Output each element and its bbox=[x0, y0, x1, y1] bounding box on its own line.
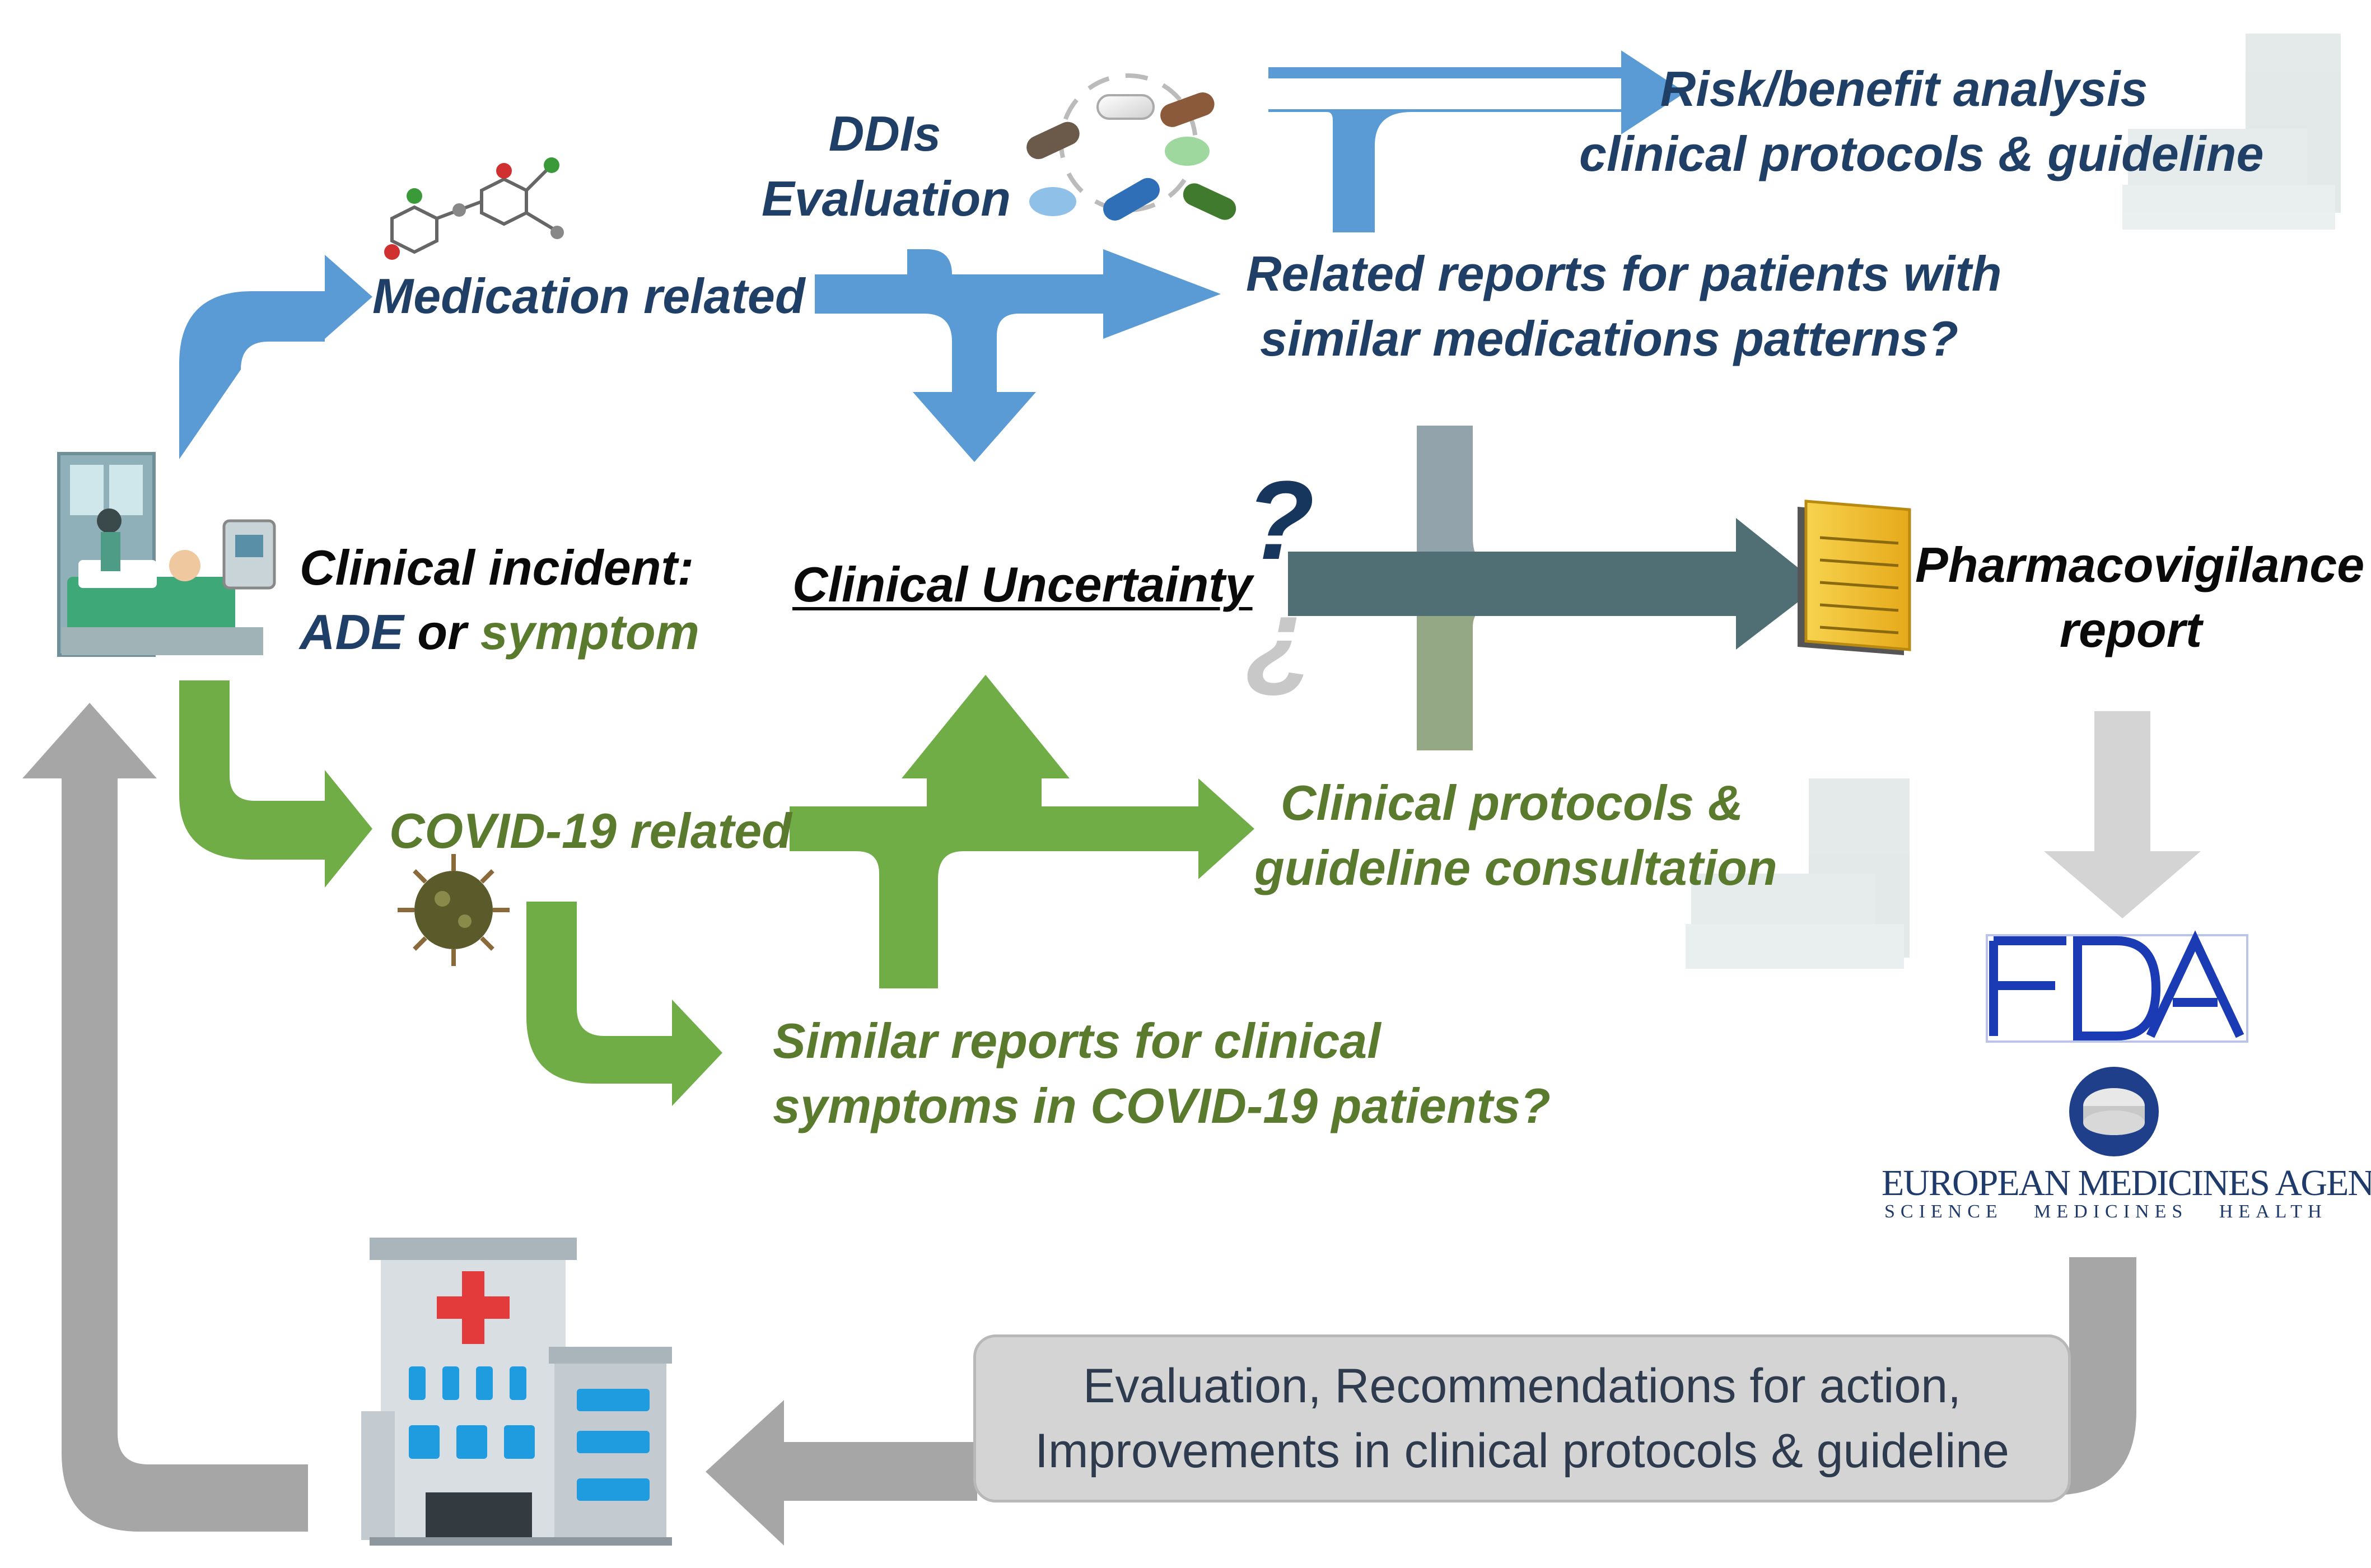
clinical-incident-line1: Clinical incident: bbox=[300, 540, 694, 595]
arrow-incident-to-covid bbox=[179, 680, 372, 888]
clinical-protocols-line1: Clinical protocols & bbox=[1280, 775, 1744, 830]
similar-reports-line1: Similar reports for clinical bbox=[773, 1013, 1381, 1068]
related-reports-label: Related reports for patients with simila… bbox=[1246, 249, 2002, 363]
arrow-covid-split bbox=[790, 675, 1254, 988]
ddis-line2: Evaluation bbox=[762, 171, 1011, 226]
faded-bed-image-top bbox=[2122, 34, 2341, 230]
arrow-pv-to-regulators bbox=[2044, 711, 2201, 918]
ema-logo bbox=[2069, 1067, 2159, 1156]
pharmacovigilance-label: Pharmacovigilance report bbox=[1915, 537, 2365, 657]
arrow-feedback-to-hospital bbox=[706, 1400, 977, 1546]
hospital-icon bbox=[361, 1238, 672, 1546]
feedback-line2: Improvements in clinical protocols & gui… bbox=[1035, 1424, 2009, 1478]
medication-related-label: Medication related bbox=[372, 268, 805, 324]
pills-icon bbox=[1026, 73, 1236, 221]
similar-reports-line2: symptoms in COVID-19 patients? bbox=[773, 1078, 1551, 1133]
risk-benefit-label: Risk/benefit analysis clinical protocols… bbox=[1579, 61, 2264, 181]
arrow-hospital-to-incident bbox=[22, 703, 308, 1532]
ema-name: EUROPEAN MEDICINES AGENCY bbox=[1882, 1163, 2371, 1203]
clinical-incident-label: Clinical incident: bbox=[300, 543, 694, 592]
feedback-box: Evaluation, Recommendations for action, … bbox=[973, 1334, 2071, 1502]
risk-benefit-line1: Risk/benefit analysis bbox=[1660, 61, 2148, 116]
clinical-protocols-label: Clinical protocols & guideline consultat… bbox=[1254, 775, 1777, 895]
arrow-uncertainty-to-pv bbox=[1288, 518, 1820, 650]
patient-bed-icon bbox=[57, 452, 276, 657]
ade-or-symptom-label: ADE or symptom bbox=[300, 608, 699, 657]
related-reports-line1: Related reports for patients with bbox=[1246, 246, 2002, 301]
report-icon bbox=[1798, 500, 1911, 655]
arrow-medication-split bbox=[815, 249, 1221, 462]
risk-benefit-line2: clinical protocols & guideline bbox=[1579, 126, 2264, 181]
ade-text: ADE bbox=[300, 604, 404, 660]
question-mark-top: ? bbox=[1246, 458, 1315, 583]
arrow-to-risk-benefit bbox=[1268, 50, 1686, 232]
covid-related-label: COVID-19 related bbox=[389, 803, 792, 858]
pharmacovigilance-line2: report bbox=[2059, 602, 2202, 657]
question-mark-bottom: ¿ bbox=[1246, 576, 1315, 701]
arrow-covid-to-similar-reports bbox=[526, 902, 722, 1106]
feedback-line1: Evaluation, Recommendations for action, bbox=[1083, 1359, 1961, 1413]
faded-bed-image-mid bbox=[1686, 778, 1910, 969]
similar-reports-label: Similar reports for clinical symptoms in… bbox=[773, 1016, 1551, 1131]
arrow-incident-to-medication bbox=[179, 255, 372, 459]
or-text: or bbox=[417, 604, 467, 660]
ddis-line1: DDIs bbox=[828, 106, 941, 161]
related-reports-line2: similar medications patterns? bbox=[1260, 311, 1959, 366]
clinical-uncertainty-label: Clinical Uncertainty bbox=[792, 557, 1253, 612]
molecule-icon bbox=[384, 157, 564, 260]
pharmacovigilance-line1: Pharmacovigilance bbox=[1915, 537, 2365, 592]
virus-icon bbox=[398, 854, 510, 966]
arrow-regulators-to-feedback bbox=[2052, 1257, 2136, 1495]
ema-tagline: SCIENCE MEDICINES HEALTH bbox=[1884, 1201, 2327, 1222]
symptom-text: symptom bbox=[480, 604, 699, 660]
ddis-evaluation-label: DDIs Evaluation bbox=[762, 106, 1011, 226]
fda-logo bbox=[1986, 930, 2248, 1043]
clinical-protocols-line2: guideline consultation bbox=[1254, 840, 1777, 895]
